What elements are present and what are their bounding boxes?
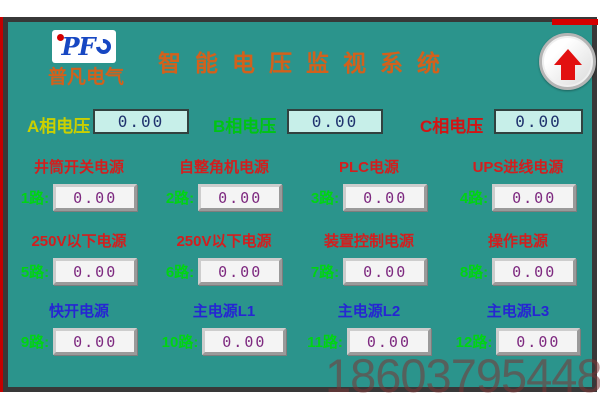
channel-label: 6路: [165,264,195,281]
brand-name: 普凡电气 [48,67,125,88]
phase-c-label: C相电压 [420,117,484,136]
source-value-display: 0.00 [198,258,283,285]
channel-label: 4路: [459,190,489,207]
phase-a-value: 0.00 [117,112,165,131]
source-cell-4: UPS进线电源 4路: 0.00 [447,156,589,211]
logo-swirl-icon [92,35,114,58]
source-label: PLC电源 [338,159,399,176]
source-value-display: 0.00 [53,328,138,355]
channel-label: 3路: [310,190,340,207]
source-value: 0.00 [512,262,557,281]
source-value: 0.00 [516,332,561,351]
up-button[interactable] [539,33,596,90]
source-value-display: 0.00 [496,328,581,355]
source-value: 0.00 [363,188,408,207]
source-cell-8: 操作电源 8路: 0.00 [447,230,589,285]
source-label: UPS进线电源 [472,159,564,176]
source-label: 主电源L2 [337,303,401,320]
source-value: 0.00 [222,332,267,351]
source-cell-10: 主电源L1 10路: 0.00 [153,300,295,355]
source-cell-11: 主电源L2 11路: 0.00 [298,300,440,355]
source-value: 0.00 [73,332,118,351]
channel-label: 2路: [165,190,195,207]
source-label: 装置控制电源 [323,233,414,250]
phase-a-value-display: 0.00 [93,109,189,134]
channel-label: 5路: [20,264,50,281]
channel-label: 8路: [459,264,489,281]
source-value: 0.00 [366,332,411,351]
logo-dot-icon [57,34,64,41]
source-label: 快开电源 [48,303,109,320]
source-value-display: 0.00 [492,184,577,211]
source-value-display: 0.00 [346,328,431,355]
source-value-display: 0.00 [492,258,577,285]
channel-label: 7路: [310,264,340,281]
source-cell-9: 快开电源 9路: 0.00 [8,300,150,355]
source-label: 250V以下电源 [176,233,272,250]
source-value: 0.00 [218,188,263,207]
source-value-display: 0.00 [343,184,428,211]
source-value-display: 0.00 [53,184,138,211]
phase-b-value-display: 0.00 [287,109,383,134]
source-value: 0.00 [73,262,118,281]
source-cell-5: 250V以下电源 5路: 0.00 [8,230,150,285]
brand-logo: PF [52,30,116,63]
page-title: 智能电压监视系统 [158,50,454,77]
source-label: 主电源L3 [486,303,550,320]
source-value: 0.00 [363,262,408,281]
source-value-display: 0.00 [198,184,283,211]
channel-label: 10路: [161,334,199,351]
source-cell-6: 250V以下电源 6路: 0.00 [153,230,295,285]
source-label: 井筒开关电源 [33,159,124,176]
watermark: 18603795448 [325,349,600,400]
phase-b-label: B相电压 [213,117,277,136]
phase-c-value-display: 0.00 [494,109,583,134]
top-right-red-accent [552,19,598,25]
logo-text: PF [61,31,95,61]
source-label: 250V以下电源 [31,233,127,250]
source-cell-7: 装置控制电源 7路: 0.00 [298,230,440,285]
source-value-display: 0.00 [343,258,428,285]
source-label: 自整角机电源 [178,159,269,176]
channel-label: 9路: [20,334,50,351]
phase-a-label: A相电压 [27,117,91,136]
source-label: 主电源L1 [192,303,256,320]
source-label: 操作电源 [487,233,548,250]
phase-b-value: 0.00 [311,112,359,131]
source-cell-12: 主电源L3 12路: 0.00 [447,300,589,355]
left-red-edge [0,17,3,392]
source-value: 0.00 [218,262,263,281]
phase-c-value: 0.00 [515,112,562,131]
source-cell-1: 井筒开关电源 1路: 0.00 [8,156,150,211]
source-value: 0.00 [73,188,118,207]
source-value-display: 0.00 [202,328,287,355]
channel-label: 1路: [20,190,50,207]
channel-label: 12路: [455,334,493,351]
source-cell-2: 自整角机电源 2路: 0.00 [153,156,295,211]
source-value-display: 0.00 [53,258,138,285]
channel-label: 11路: [307,334,343,351]
up-arrow-icon [553,49,582,80]
source-cell-3: PLC电源 3路: 0.00 [298,156,440,211]
source-value: 0.00 [512,188,557,207]
